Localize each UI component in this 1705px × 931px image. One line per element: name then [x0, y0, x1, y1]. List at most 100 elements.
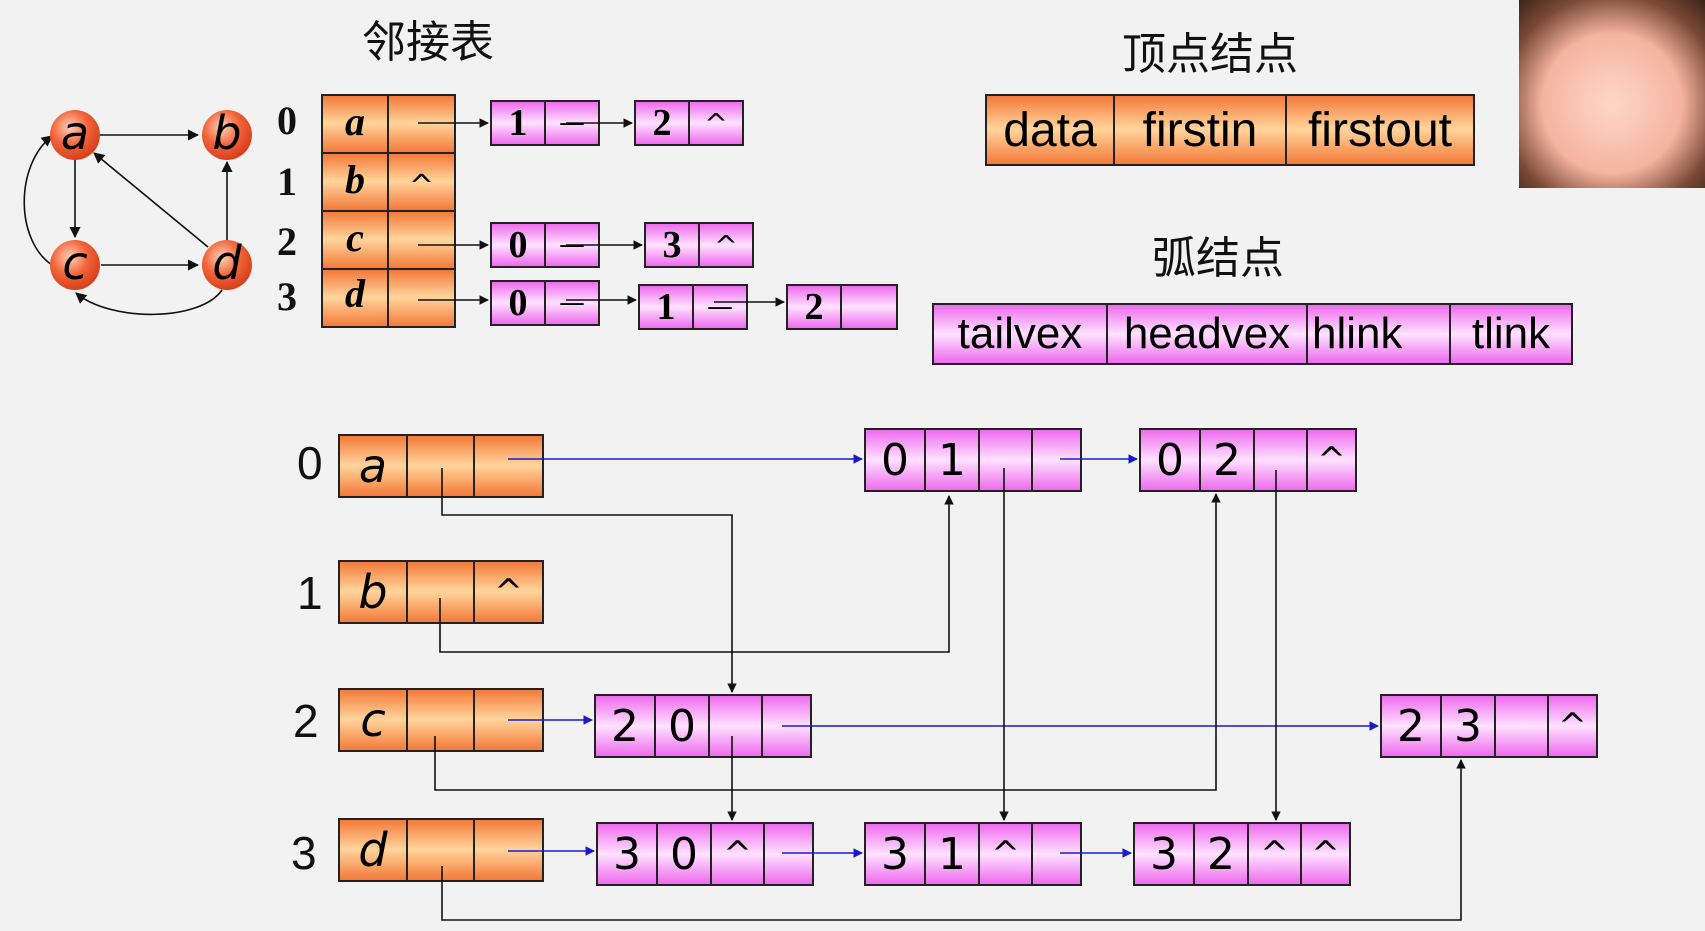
ortho-index-1: 1	[297, 567, 323, 619]
arc-hlink: ^	[978, 824, 1031, 884]
vertex-firstout	[473, 690, 542, 750]
arc-hlink: ^	[710, 824, 763, 884]
arc-node-3-1: 3 1 ^	[864, 822, 1082, 886]
adj-node-vertex: 0	[508, 224, 528, 266]
arc-tailvex: 3	[881, 828, 909, 880]
vertex-firstin	[406, 562, 473, 622]
adj-node-d-2: 2	[786, 284, 898, 330]
adj-index-3: 3	[277, 274, 297, 319]
vertex-c-label: c	[62, 236, 88, 290]
a-firstin-line	[441, 468, 737, 693]
arc-tailvex: 2	[611, 700, 639, 752]
vertex-d-node	[202, 240, 252, 290]
vertex-data: c	[360, 693, 386, 747]
arc-tlink	[763, 824, 812, 884]
face-photo	[1519, 0, 1705, 188]
adj-vertex-cell: c	[323, 212, 389, 268]
vertex-firstout	[473, 820, 542, 880]
arc-node-2-0: 2 0	[594, 694, 812, 758]
arc-node-3-0: 3 0 ^	[596, 822, 814, 886]
ortho-index-2: 2	[293, 695, 319, 747]
adj-node-vertex: 3	[662, 224, 682, 266]
directed-graph	[23, 110, 252, 316]
arc-tlink: ^	[1306, 430, 1355, 490]
field-tlink: tlink	[1449, 305, 1571, 363]
adj-node-next: ^	[698, 224, 752, 266]
arc-tlink: ^	[1547, 696, 1596, 756]
adj-index-1: 1	[277, 159, 297, 204]
arc-tailvex: 3	[1150, 828, 1178, 880]
vertex-b-label: b	[212, 106, 242, 160]
adj-node-vertex: 1	[508, 102, 528, 144]
d-firstin-line	[441, 759, 1466, 921]
edge-c-a	[23, 135, 53, 266]
arc-node-2-3: 2 3 ^	[1380, 694, 1598, 758]
vertex-node-d: d	[338, 818, 544, 882]
adj-node-d-1: 1 —	[638, 284, 748, 330]
arc-tlink: ^	[1300, 824, 1349, 884]
arc-node-0-1: 0 1	[864, 428, 1082, 492]
arc-headvex: 0	[656, 824, 710, 884]
arc-hlink	[978, 430, 1031, 490]
field-hlink: hlink	[1306, 305, 1449, 363]
arc-tailvex: 3	[613, 828, 641, 880]
adj-node-a-2: 2 ^	[634, 100, 744, 146]
arc-hlink	[1494, 696, 1547, 756]
adj-index-0: 0	[277, 98, 297, 143]
adj-node-next: —	[692, 286, 746, 328]
arc-node-0-2: 0 2 ^	[1139, 428, 1357, 492]
vertex-node-title: 顶点结点	[1122, 29, 1298, 80]
adj-row-3: d	[323, 270, 454, 326]
adj-index-2: 2	[277, 219, 297, 264]
arc-tlink	[761, 696, 810, 756]
adj-node-d-0: 0 —	[490, 280, 600, 326]
adj-node-vertex: 2	[804, 286, 824, 328]
arc-node-title: 弧结点	[1152, 233, 1284, 284]
arc-node-structure: tailvex headvex hlink tlink	[932, 303, 1573, 365]
vertex-node-structure: data firstin firstout	[985, 94, 1475, 166]
arc-node-3-2: 3 2 ^ ^	[1133, 822, 1351, 886]
vertex-c-node	[50, 240, 100, 290]
vertex-firstin	[406, 820, 473, 880]
ortho-index-3: 3	[291, 827, 317, 879]
field-headvex: headvex	[1106, 305, 1306, 363]
vertex-node-a: a	[338, 434, 544, 498]
adj-vertex-table: a b ^ c d	[321, 94, 456, 328]
field-tailvex: tailvex	[957, 309, 1083, 358]
vertex-firstin	[406, 436, 473, 496]
arc-tailvex: 0	[881, 434, 909, 486]
adj-node-vertex: 0	[508, 282, 528, 324]
arc-headvex: 2	[1199, 430, 1253, 490]
adj-node-next: ^	[688, 102, 742, 144]
arc-headvex: 1	[924, 430, 978, 490]
adj-vertex-cell: d	[323, 270, 389, 326]
vertex-data: b	[358, 565, 388, 619]
arc-headvex: 0	[654, 696, 708, 756]
arc-tailvex: 0	[1156, 434, 1184, 486]
vertex-data: d	[358, 823, 388, 877]
b-firstin-line	[439, 495, 954, 653]
vertex-firstout	[473, 436, 542, 496]
vertex-firstin	[406, 690, 473, 750]
adj-link-cell: ^	[408, 169, 435, 204]
arc-tailvex: 2	[1397, 700, 1425, 752]
adj-node-vertex: 2	[652, 102, 672, 144]
arc-tlink	[1031, 430, 1080, 490]
arc-hlink: ^	[1247, 824, 1300, 884]
arc-tlink	[1031, 824, 1080, 884]
adj-row-2: c	[323, 212, 454, 270]
field-data: data	[1003, 103, 1097, 157]
field-firstin: firstin	[1113, 96, 1285, 164]
vertex-a-label: a	[60, 106, 90, 160]
adj-node-next: —	[544, 282, 598, 324]
arc-hlink	[1253, 430, 1306, 490]
adj-node-c-3: 3 ^	[644, 222, 754, 268]
edge-d-c	[75, 289, 223, 316]
vertex-d-label: d	[212, 236, 242, 290]
c-firstin-line	[434, 493, 1221, 791]
ortho-index-0: 0	[297, 437, 323, 489]
vertex-a-node	[50, 110, 100, 160]
vertex-firstout: ^	[473, 562, 542, 622]
